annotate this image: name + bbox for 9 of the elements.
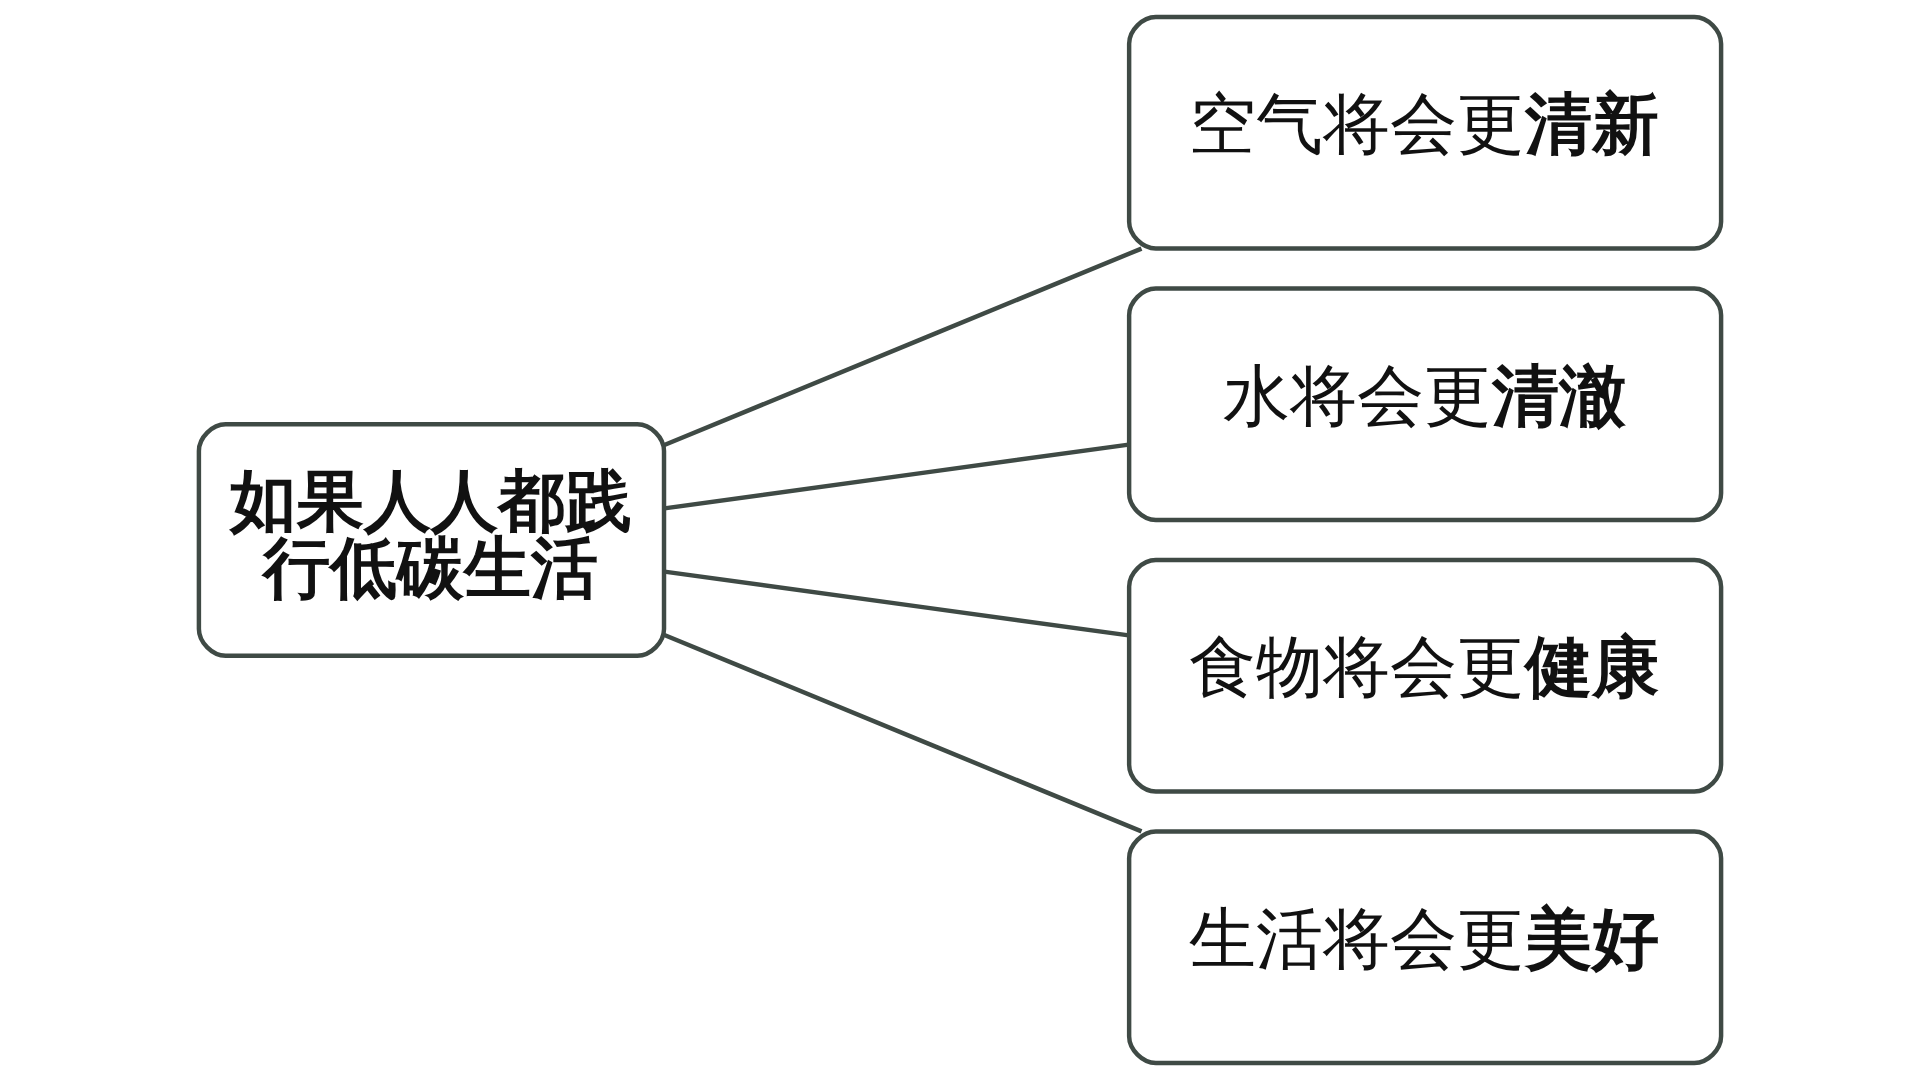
node-box: 如果人人都践行低碳生活 bbox=[196, 422, 667, 658]
connector bbox=[663, 632, 1143, 834]
node-box: 空气将会更清新 bbox=[1126, 14, 1724, 251]
node-box: 水将会更清澈 bbox=[1126, 286, 1724, 523]
node-box: 食物将会更健康 bbox=[1126, 557, 1724, 794]
connector bbox=[664, 442, 1130, 511]
node-box: 生活将会更美好 bbox=[1126, 829, 1724, 1066]
connector bbox=[664, 569, 1130, 638]
connector bbox=[663, 246, 1143, 448]
